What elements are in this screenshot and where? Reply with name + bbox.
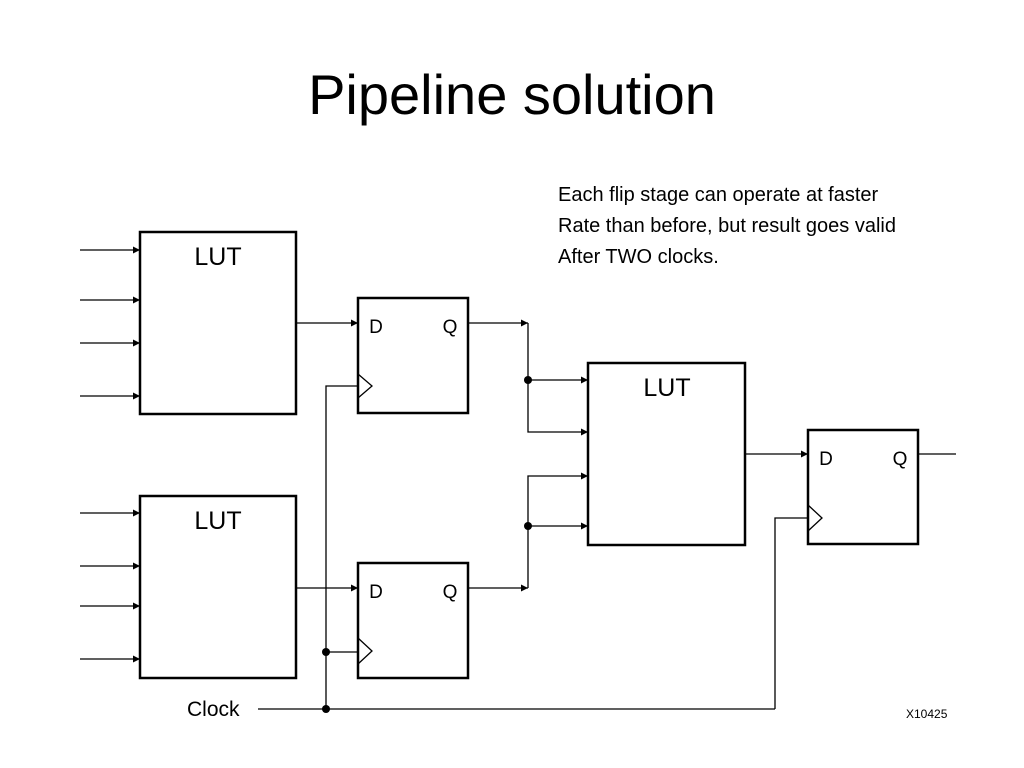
ff-q-label: Q xyxy=(443,582,458,603)
lut-block-3: LUT xyxy=(586,361,747,547)
ff1-output-wires xyxy=(468,319,588,436)
junction-dot xyxy=(322,648,330,656)
clock-to-ff1-wire xyxy=(325,385,358,709)
junction-dot xyxy=(524,522,532,530)
explanatory-note: Each flip stage can operate at faster Ra… xyxy=(558,180,1008,273)
clock-input-triangle-icon xyxy=(357,637,373,665)
clock-input-triangle-icon xyxy=(357,373,373,399)
note-line-3: After TWO clocks. xyxy=(558,246,719,268)
figure-id-label: X10425 xyxy=(906,707,948,721)
lut-block-1: LUT xyxy=(138,230,298,416)
clock-input-triangle-icon xyxy=(807,504,823,532)
note-line-2: Rate than before, but result goes valid xyxy=(558,215,896,237)
ff-q-label: Q xyxy=(443,317,458,338)
ff2-output-wires xyxy=(468,472,588,592)
lut2-input-wires xyxy=(80,509,140,663)
flip-flop-3: D Q xyxy=(806,428,920,546)
lut-block-2: LUT xyxy=(138,494,298,680)
lut-label: LUT xyxy=(194,507,241,535)
clock-label: Clock xyxy=(187,698,240,721)
clock-to-ff3-wire xyxy=(774,517,808,709)
ff-d-label: D xyxy=(819,449,833,470)
junction-dot xyxy=(524,376,532,384)
flip-flop-2: D Q xyxy=(356,561,470,680)
lut-label: LUT xyxy=(194,243,241,271)
flip-flop-1: D Q xyxy=(356,296,470,415)
junction-dot xyxy=(322,705,330,713)
lut-label: LUT xyxy=(643,374,690,402)
ff-d-label: D xyxy=(369,317,383,338)
lut1-input-wires xyxy=(80,246,140,400)
ff-d-label: D xyxy=(369,582,383,603)
slide-title: Pipeline solution xyxy=(308,63,716,126)
clock-network xyxy=(258,385,808,713)
note-line-1: Each flip stage can operate at faster xyxy=(558,184,879,206)
ff-q-label: Q xyxy=(893,449,908,470)
